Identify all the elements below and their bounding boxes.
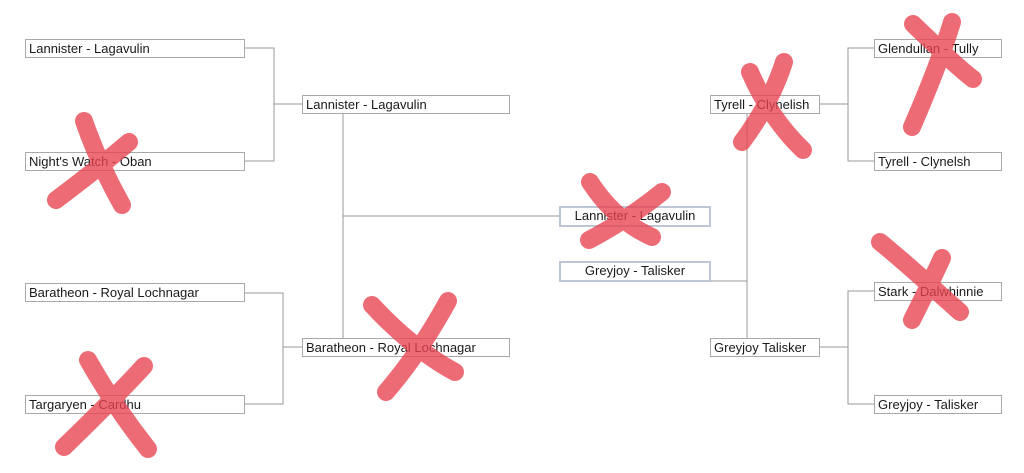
match-right-r1-3: Stark - Dalwhinnie	[874, 282, 1002, 301]
match-left-r2-1: Lannister - Lagavulin	[302, 95, 510, 114]
match-left-r1-3: Baratheon - Royal Lochnagar	[25, 283, 245, 302]
connector-left-r2	[342, 113, 559, 338]
match-left-r1-4: Targaryen - Cardhu	[25, 395, 245, 414]
match-right-r1-1: Glendullan - Tully	[874, 39, 1002, 58]
match-right-r2-1: Tyrell - Clynelish	[710, 95, 820, 114]
match-right-r2-2: Greyjoy Talisker	[710, 338, 820, 357]
match-left-r1-1: Lannister - Lagavulin	[25, 39, 245, 58]
match-right-r1-2: Tyrell - Clynelsh	[874, 152, 1002, 171]
match-left-r1-2: Night's Watch - Oban	[25, 152, 245, 171]
match-final-1: Lannister - Lagavulin	[559, 206, 711, 227]
match-left-r2-2: Baratheon - Royal Lochnagar	[302, 338, 510, 357]
connector-right-r1-b	[820, 290, 874, 405]
connector-left-r1-a	[245, 47, 302, 162]
match-right-r1-4: Greyjoy - Talisker	[874, 395, 1002, 414]
connector-left-r1-b	[245, 292, 302, 405]
connector-right-r1-a	[820, 47, 874, 162]
match-final-2: Greyjoy - Talisker	[559, 261, 711, 282]
connector-right-r2	[711, 113, 748, 338]
